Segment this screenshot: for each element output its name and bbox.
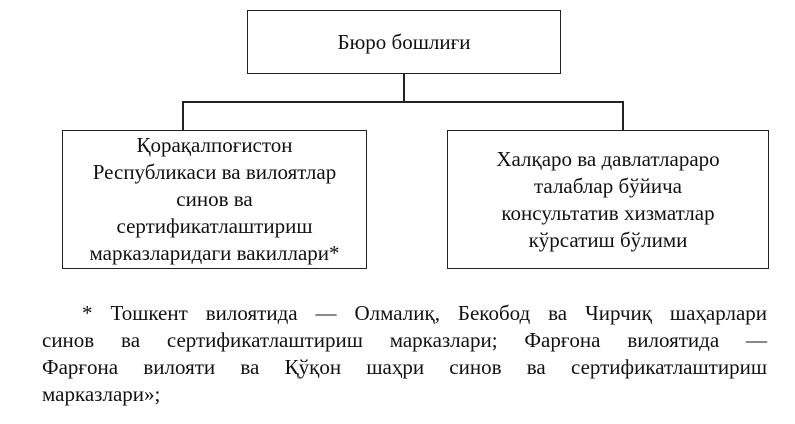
- left-box-line: марказларидаги вакиллари*: [89, 241, 340, 265]
- connector-vertical-right: [622, 101, 624, 131]
- footnote-line: * Тошкент вилоятида — Олмалиқ, Бекобод в…: [82, 301, 767, 325]
- left-box-line: Қорақалпоғистон: [136, 133, 293, 157]
- left-box-line: синов ва: [176, 187, 253, 211]
- right-box-line: талаблар бўйича: [534, 173, 682, 198]
- connector-horizontal: [182, 101, 623, 103]
- footnote-line: Фарғона вилояти ва Қўқон шаҳри синов ва …: [42, 355, 767, 379]
- connector-vertical-top: [403, 74, 405, 102]
- right-box-consulting-department: Халқаро ва давлатлараро талаблар бўйича …: [447, 130, 769, 269]
- left-box-line: Республикаси ва вилоятлар: [92, 160, 337, 184]
- connector-vertical-left: [182, 101, 184, 131]
- footnote-line: синов ва сертификатлаштириш марказлари; …: [42, 328, 767, 352]
- footnote-line: марказлари»;: [42, 382, 161, 406]
- left-box-line: сертификатлаштириш: [116, 214, 313, 238]
- top-box-label: Бюро бошлиғи: [337, 29, 471, 54]
- right-box-line: кўрсатиш бўлими: [528, 227, 688, 252]
- right-box-line: консультатив хизматлар: [501, 200, 715, 225]
- right-box-line: Халқаро ва давлатлараро: [496, 146, 720, 171]
- left-box-regional-representatives: Қорақалпоғистон Республикаси ва вилоятла…: [62, 130, 367, 269]
- top-box-bureau-head: Бюро бошлиғи: [247, 10, 561, 74]
